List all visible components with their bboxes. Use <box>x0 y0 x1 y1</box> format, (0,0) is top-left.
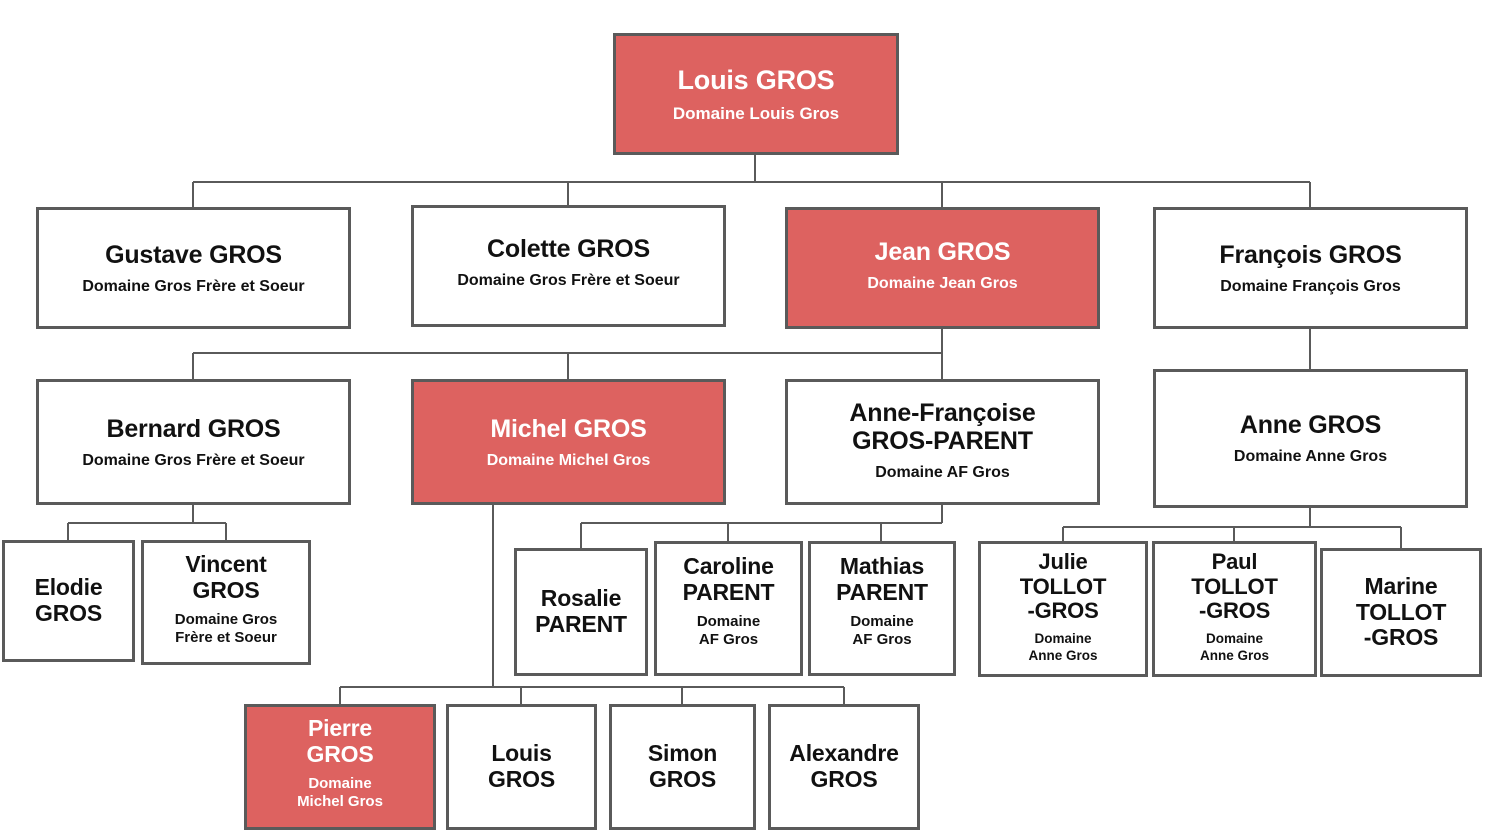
node-name: Colette GROS <box>487 235 650 263</box>
node-name-line3: -GROS <box>1363 624 1439 651</box>
node-francois-gros[interactable]: François GROS Domaine François Gros <box>1153 207 1468 329</box>
node-name-line2: TOLLOT <box>1191 573 1278 599</box>
node-anne-gros[interactable]: Anne GROS Domaine Anne Gros <box>1153 369 1468 508</box>
node-name-line2: GROS <box>810 766 878 792</box>
node-domaine-line1: Domaine <box>1205 630 1263 646</box>
node-name-line2: PARENT <box>535 611 627 637</box>
node-jean-gros[interactable]: Jean GROS Domaine Jean Gros <box>785 207 1100 329</box>
node-name-line3: -GROS <box>1198 598 1271 624</box>
node-domaine-line2: Michel Gros <box>297 793 383 811</box>
node-simon-gros[interactable]: Simon GROS <box>609 704 756 830</box>
node-domaine: Domaine Jean Gros <box>867 275 1018 292</box>
node-name: Michel GROS <box>490 414 647 443</box>
node-michel-gros[interactable]: Michel GROS Domaine Michel Gros <box>411 379 726 505</box>
node-name-line1: Julie <box>1038 549 1088 574</box>
node-domaine: Domaine Gros Frère et Soeur <box>82 277 305 295</box>
node-domaine-line2: AF Gros <box>698 631 759 649</box>
node-domaine: Domaine Gros Frère et Soeur <box>457 272 680 289</box>
node-name: François GROS <box>1219 240 1402 269</box>
node-name-line3: -GROS <box>1027 598 1099 624</box>
node-name-line1: Louis <box>491 740 552 767</box>
node-name-line1: Rosalie <box>540 585 622 612</box>
node-name-line2: GROS <box>35 600 102 626</box>
node-alexandre-gros[interactable]: Alexandre GROS <box>768 704 920 830</box>
node-julie-tollot-gros[interactable]: Julie TOLLOT -GROS Domaine Anne Gros <box>978 541 1148 677</box>
node-name: Jean GROS <box>874 238 1011 266</box>
node-name-line1: Paul <box>1211 549 1258 574</box>
node-domaine-line2: Frère et Soeur <box>175 629 277 647</box>
node-caroline-parent[interactable]: Caroline PARENT Domaine AF Gros <box>654 541 803 676</box>
node-domaine-line1: Domaine <box>850 612 914 630</box>
node-name-line1: Marine <box>1364 572 1438 599</box>
node-name-line2: PARENT <box>836 578 928 605</box>
node-domaine-line2: AF Gros <box>852 631 912 649</box>
node-domaine-line1: Domaine <box>696 612 761 630</box>
node-name-line2: GROS <box>306 740 374 767</box>
node-bernard-gros[interactable]: Bernard GROS Domaine Gros Frère et Soeur <box>36 379 351 505</box>
node-domaine-line1: Domaine <box>308 774 372 792</box>
node-name-line1: Pierre <box>307 715 372 741</box>
node-domaine: Domaine François Gros <box>1220 277 1401 295</box>
node-name-line2: GROS <box>192 576 260 603</box>
node-name-line1: Caroline <box>683 553 774 579</box>
node-name-line1: Vincent <box>185 551 267 577</box>
node-domaine: Domaine Louis Gros <box>672 103 840 123</box>
node-name-line1: Simon <box>647 740 718 767</box>
node-vincent-gros[interactable]: Vincent GROS Domaine Gros Frère et Soeur <box>141 540 311 665</box>
node-gustave-gros[interactable]: Gustave GROS Domaine Gros Frère et Soeur <box>36 207 351 329</box>
node-mathias-parent[interactable]: Mathias PARENT Domaine AF Gros <box>808 541 956 676</box>
node-name-line1: Anne-Françoise <box>849 399 1036 427</box>
node-colette-gros[interactable]: Colette GROS Domaine Gros Frère et Soeur <box>411 205 726 327</box>
node-anne-francoise-gros-parent[interactable]: Anne-Françoise GROS-PARENT Domaine AF Gr… <box>785 379 1100 505</box>
node-rosalie-parent[interactable]: Rosalie PARENT <box>514 548 648 676</box>
node-louis-gros-child[interactable]: Louis GROS <box>446 704 597 830</box>
node-name-line1: Alexandre <box>789 740 899 767</box>
node-name: Bernard GROS <box>106 414 281 443</box>
node-marine-tollot-gros[interactable]: Marine TOLLOT -GROS <box>1320 548 1482 677</box>
node-paul-tollot-gros[interactable]: Paul TOLLOT -GROS Domaine Anne Gros <box>1152 541 1317 677</box>
node-domaine: Domaine Gros Frère et Soeur <box>82 451 305 469</box>
node-domaine: Domaine Anne Gros <box>1233 448 1388 466</box>
node-name-line2: GROS-PARENT <box>852 427 1033 455</box>
node-name: Anne GROS <box>1239 411 1382 440</box>
node-louis-gros-root[interactable]: Louis GROS Domaine Louis Gros <box>613 33 899 155</box>
node-name-line2: TOLLOT <box>1355 598 1447 625</box>
node-name-line2: GROS <box>649 766 716 792</box>
node-domaine: Domaine Michel Gros <box>486 451 651 469</box>
node-domaine-line1: Domaine <box>1034 630 1092 646</box>
node-name-line1: Mathias <box>839 553 925 579</box>
node-name-line1: Elodie <box>34 574 103 601</box>
node-name-line2: PARENT <box>682 578 775 605</box>
node-name-line2: TOLLOT <box>1019 573 1107 599</box>
node-name: Gustave GROS <box>105 240 282 269</box>
node-domaine-line2: Anne Gros <box>1199 647 1269 663</box>
node-name-line2: GROS <box>488 766 555 792</box>
node-domaine: Domaine AF Gros <box>875 464 1010 481</box>
node-domaine-line2: Anne Gros <box>1028 647 1098 663</box>
node-elodie-gros[interactable]: Elodie GROS <box>2 540 135 662</box>
node-name: Louis GROS <box>677 65 835 96</box>
node-domaine-line1: Domaine Gros <box>174 610 278 628</box>
node-pierre-gros[interactable]: Pierre GROS Domaine Michel Gros <box>244 704 436 830</box>
